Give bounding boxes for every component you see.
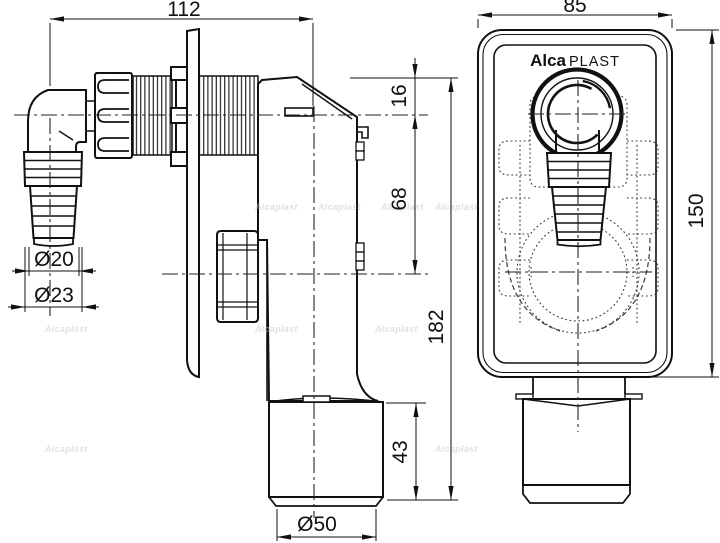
watermark: Alcaplast [380, 202, 424, 212]
elbow-fitting [27, 89, 94, 153]
watermark: Alcaplast [254, 202, 298, 212]
dim-label-dia50: Ø50 [297, 513, 337, 536]
clip-details [355, 141, 365, 271]
hose-barb-connector [22, 151, 84, 247]
dimension-112: 112 [49, 0, 314, 106]
siphon-body [257, 75, 379, 402]
dim-label-dia20: Ø20 [34, 248, 74, 271]
dimension-dia50: Ø50 [276, 509, 377, 541]
dimension-43: 43 [386, 402, 426, 500]
dimension-dia23: Ø23 [8, 247, 99, 312]
watermark-layer: Alcaplast Alcaplast Alcaplast Alcaplast … [44, 202, 478, 454]
backnut [170, 66, 188, 167]
outlet-pipe-side [268, 395, 384, 507]
side-view [22, 27, 384, 507]
dimension-85: 85 [477, 0, 673, 28]
dimension-68: 68 [388, 187, 418, 274]
watermark: Alcaplast [254, 324, 298, 334]
mounting-hook [357, 126, 369, 139]
watermark: Alcaplast [374, 324, 418, 334]
overflow-slot [284, 107, 314, 117]
dim-label-68: 68 [388, 187, 411, 210]
brand-logo-bold: Alca [530, 51, 566, 70]
dim-label-16: 16 [388, 84, 411, 107]
dim-label-182: 182 [425, 309, 448, 344]
outlet-pipe-front [515, 377, 643, 504]
dim-label-dia23: Ø23 [34, 284, 74, 307]
watermark: Alcaplast [317, 202, 361, 212]
centerlines [14, 80, 652, 518]
union-nut [94, 72, 133, 159]
cleaning-nut [216, 230, 259, 323]
dimension-182: 182 [387, 78, 458, 501]
dim-label-150: 150 [685, 193, 708, 228]
watermark: Alcaplast [434, 202, 478, 212]
brand-logo-light: PLAST [569, 54, 620, 70]
watermark: Alcaplast [434, 444, 478, 454]
dim-label-43: 43 [389, 440, 412, 463]
dimension-16: 16 [350, 58, 458, 274]
dim-label-85: 85 [563, 0, 586, 17]
watermark: Alcaplast [44, 444, 88, 454]
dim-label-112: 112 [167, 0, 200, 21]
wall-plate-side [186, 27, 200, 379]
hose-barb-front [545, 130, 613, 248]
watermark: Alcaplast [44, 324, 88, 334]
dimension-annotations: 112 85 150 16 68 [8, 0, 719, 541]
dimension-150: 150 [634, 29, 719, 378]
